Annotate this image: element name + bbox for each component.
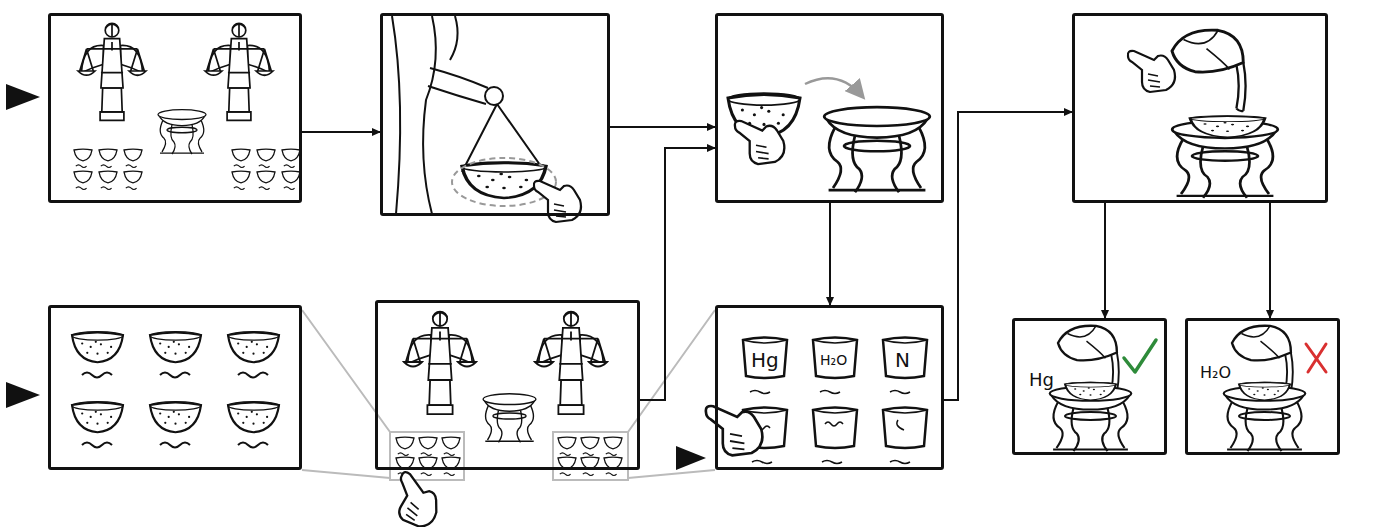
flow-arrow <box>1104 203 1106 318</box>
flow-arrow <box>302 131 380 133</box>
chemical-label: H₂O <box>820 353 847 367</box>
chemical-label: Hg <box>751 350 779 370</box>
flow-arrow <box>610 126 715 128</box>
cross-mark <box>1306 344 1326 372</box>
chemical-label: N <box>895 350 910 370</box>
storyboard-panel <box>380 13 610 216</box>
storyboard-panel: Hg H₂O N <box>715 305 944 470</box>
storyboard-panel: Hg <box>1012 318 1167 455</box>
flow-arrow <box>1269 203 1271 318</box>
storyboard-panel <box>375 300 640 470</box>
chemical-label: H₂O <box>1200 365 1231 381</box>
storyboard-panel <box>715 13 944 203</box>
storyboard-panel <box>48 13 302 203</box>
flow-arrow <box>944 112 1072 400</box>
check-mark <box>1124 340 1156 372</box>
storyboard-panel: H₂O <box>1185 318 1340 455</box>
flow-arrow <box>829 203 831 305</box>
flow-arrow <box>640 148 715 400</box>
chemical-label: Hg <box>1029 371 1054 389</box>
storyboard-panel <box>48 305 302 470</box>
storyboard-panel <box>1072 13 1328 203</box>
